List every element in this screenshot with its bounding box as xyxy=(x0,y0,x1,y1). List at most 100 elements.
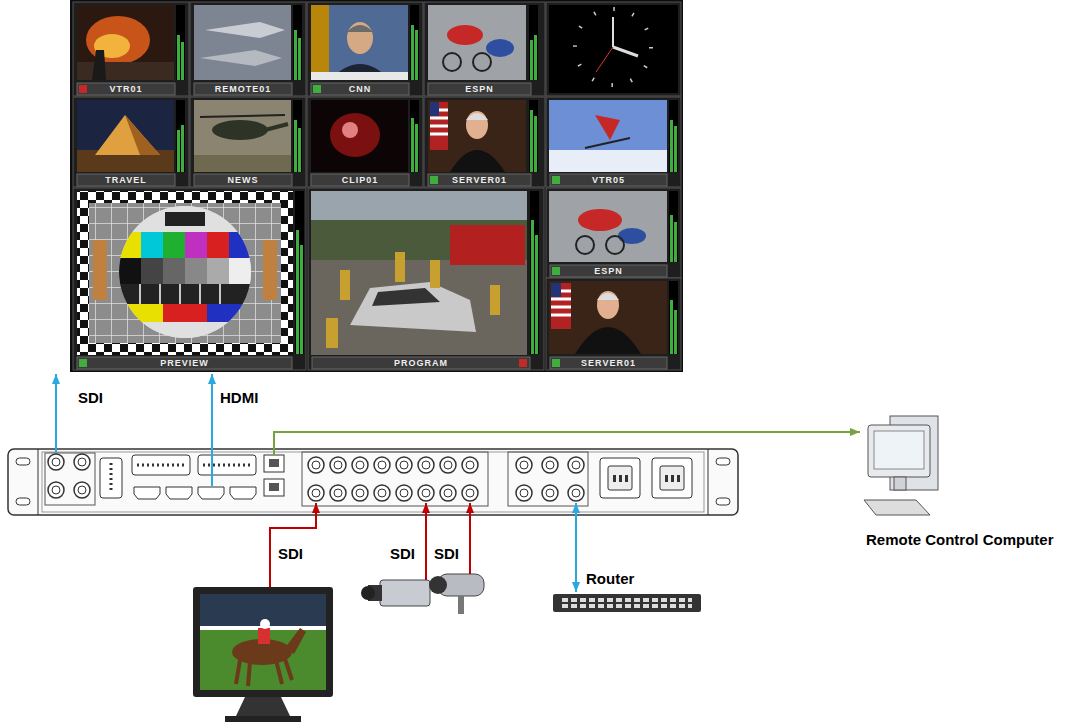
tile-image xyxy=(612,17,614,47)
audio-meter xyxy=(294,30,297,80)
rack-device xyxy=(352,457,368,473)
tile-label-bar xyxy=(428,83,531,95)
source-label: TRAVEL xyxy=(77,174,175,186)
rack-device xyxy=(374,485,390,501)
audio-meter xyxy=(529,5,538,80)
audio-meter xyxy=(177,25,677,354)
rack-device xyxy=(308,457,324,473)
cable xyxy=(469,503,471,574)
audio-meter xyxy=(535,235,538,354)
tile-image xyxy=(443,53,461,71)
tile-image xyxy=(194,5,291,80)
tile-image xyxy=(575,9,651,85)
multiviewer-screen xyxy=(73,2,189,96)
rack-device xyxy=(396,457,412,473)
router-icon xyxy=(553,594,701,612)
tile-image xyxy=(165,212,205,226)
tile-image xyxy=(207,232,229,258)
rack-device xyxy=(418,457,434,473)
source-monitor xyxy=(236,656,292,686)
tile-image xyxy=(430,102,448,150)
rack-device xyxy=(302,452,488,506)
tile-image xyxy=(89,203,281,343)
computer-icon xyxy=(874,431,924,469)
multiviewer-screen xyxy=(424,97,545,187)
cable xyxy=(55,374,57,453)
tile-image xyxy=(125,115,160,155)
audio-meter xyxy=(670,300,673,354)
source-label: REMOTE01 xyxy=(194,83,292,95)
tile-image xyxy=(466,113,488,120)
monitor-tile: TRAVEL xyxy=(73,97,189,187)
tile-image xyxy=(585,138,630,148)
tile-image xyxy=(229,258,251,284)
rack-device xyxy=(600,458,640,498)
rack-device xyxy=(418,485,434,501)
tile-image xyxy=(311,191,527,355)
audio-meter xyxy=(534,116,537,172)
tile-image xyxy=(428,5,526,80)
tile-image xyxy=(447,25,483,45)
multiviewer-screen xyxy=(70,0,683,372)
rack-device xyxy=(74,482,90,498)
tile-image xyxy=(551,283,561,297)
tile-image xyxy=(395,252,405,282)
rack-device xyxy=(166,487,192,499)
audio-meter xyxy=(176,100,185,172)
audio-meter xyxy=(294,120,297,172)
tile-image xyxy=(595,115,620,140)
monitor-tile: SERVER01 xyxy=(546,278,681,370)
tile-label-bar xyxy=(194,174,292,186)
tile-image xyxy=(549,100,667,172)
tile-image xyxy=(549,281,667,354)
tile-image xyxy=(95,115,160,155)
audio-meter xyxy=(670,215,673,262)
audio-meter xyxy=(529,100,538,172)
rack-device xyxy=(708,449,709,515)
signal-label: HDMI xyxy=(220,389,258,407)
tile-image xyxy=(119,206,251,340)
multiviewer-screen xyxy=(73,188,306,370)
source-monitor xyxy=(260,619,270,629)
rack-device xyxy=(462,457,478,473)
rack-device xyxy=(508,452,588,506)
tile-image xyxy=(205,22,285,38)
cable xyxy=(270,503,316,587)
source-label: SERVER01 xyxy=(428,174,531,186)
audio-meter xyxy=(176,5,678,354)
rack-device xyxy=(132,455,190,475)
rack-device xyxy=(48,482,64,498)
tile-label-bar xyxy=(312,357,530,369)
cable xyxy=(274,432,860,455)
rack-device xyxy=(608,466,632,490)
tile-image xyxy=(77,62,174,80)
rack-device xyxy=(619,475,622,482)
multiviewer-screen xyxy=(307,2,423,96)
router-node: Router xyxy=(550,566,710,618)
tile-image xyxy=(311,5,329,80)
rack-device xyxy=(100,458,122,498)
rack-device xyxy=(677,475,680,482)
rack-device xyxy=(198,487,224,499)
multiviewer-screen xyxy=(546,97,681,187)
source-label: VTR05 xyxy=(550,174,667,186)
rack-device xyxy=(652,458,692,498)
rack-device xyxy=(203,464,251,467)
computer-node: Remote Control Computer xyxy=(855,420,1080,555)
tile-label-bar xyxy=(311,83,409,95)
multiviewer-screen xyxy=(307,97,423,187)
audio-meter xyxy=(669,191,678,262)
tally-icon xyxy=(552,359,560,367)
tally-icon xyxy=(79,85,560,367)
source-monitor xyxy=(200,594,326,690)
multiviewer-screen xyxy=(546,188,681,278)
tile-label-bar xyxy=(550,357,667,369)
monitor-tile: PROGRAM xyxy=(308,188,544,370)
camera xyxy=(361,574,484,614)
tally-icon xyxy=(79,85,87,93)
computer-icon xyxy=(864,416,938,515)
audio-meter xyxy=(534,35,537,80)
multiviewer-screen xyxy=(70,0,683,372)
tile-image xyxy=(311,72,408,80)
rack-device xyxy=(542,457,558,473)
